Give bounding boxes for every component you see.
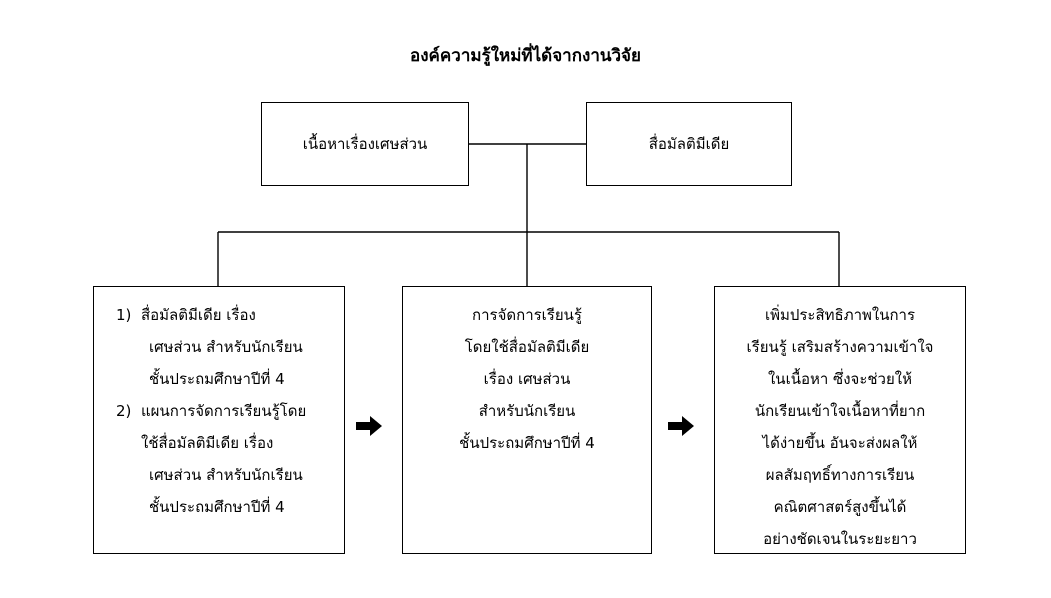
media-box: สื่อมัลติมีเดีย [586, 102, 792, 186]
process-line: โดยใช้สื่อมัลติมีเดีย [464, 338, 590, 356]
result-line: ผลสัมฤทธิ์ทางการเรียน [765, 466, 915, 484]
output-item-2: 2) แผนการจัดการเรียนรู้โดย ใช้สื่อมัลติม… [116, 395, 338, 523]
process-line: ชั้นประถมศึกษาปีที่ 4 [459, 434, 595, 452]
output-item-number: 2) [116, 402, 132, 420]
right-arrow-icon [356, 416, 382, 436]
result-line: คณิตศาสตร์สูงขึ้นได้ [773, 498, 907, 516]
result-line: เพิ่มประสิทธิภาพในการ [764, 306, 916, 324]
media-label: สื่อมัลติมีเดีย [648, 135, 730, 153]
output-item-line: ชั้นประถมศึกษาปีที่ 4 [149, 370, 285, 388]
result-line: ในเนื้อหา ซึ่งจะช่วยให้ [767, 370, 912, 388]
result-line: นักเรียนเข้าใจเนื้อหาที่ยาก [754, 402, 926, 420]
output-item-line: ชั้นประถมศึกษาปีที่ 4 [149, 498, 285, 516]
right-arrow-icon [668, 416, 694, 436]
process-line: การจัดการเรียนรู้ [472, 306, 582, 324]
diagram-title: องค์ความรู้ใหม่ที่ได้จากงานวิจัย [410, 46, 641, 66]
result-line: อย่างชัดเจนในระยะยาว [763, 530, 917, 548]
process-line: สำหรับนักเรียน [478, 402, 576, 420]
content-box: เนื้อหาเรื่องเศษส่วน [261, 102, 469, 186]
result-line: ได้ง่ายขึ้น อันจะส่งผลให้ [762, 434, 918, 452]
output-box: 1) สื่อมัลติมีเดีย เรื่อง เศษส่วน สำหรับ… [93, 286, 345, 554]
output-item-line: แผนการจัดการเรียนรู้โดย [141, 402, 307, 420]
output-list: 1) สื่อมัลติมีเดีย เรื่อง เศษส่วน สำหรับ… [94, 287, 344, 523]
output-item-number: 1) [116, 306, 132, 324]
output-item-line: ใช้สื่อมัลติมีเดีย เรื่อง [141, 434, 274, 452]
output-item-line: สื่อมัลติมีเดีย เรื่อง [141, 306, 256, 324]
process-line: เรื่อง เศษส่วน [483, 370, 571, 388]
process-box: การจัดการเรียนรู้ โดยใช้สื่อมัลติมีเดีย … [402, 286, 652, 554]
output-item-line: เศษส่วน สำหรับนักเรียน [149, 466, 303, 484]
output-item-1: 1) สื่อมัลติมีเดีย เรื่อง เศษส่วน สำหรับ… [116, 299, 338, 395]
result-line: เรียนรู้ เสริมสร้างความเข้าใจ [746, 338, 934, 356]
result-box: เพิ่มประสิทธิภาพในการ เรียนรู้ เสริมสร้า… [714, 286, 966, 554]
output-item-line: เศษส่วน สำหรับนักเรียน [149, 338, 303, 356]
content-label: เนื้อหาเรื่องเศษส่วน [302, 135, 428, 153]
